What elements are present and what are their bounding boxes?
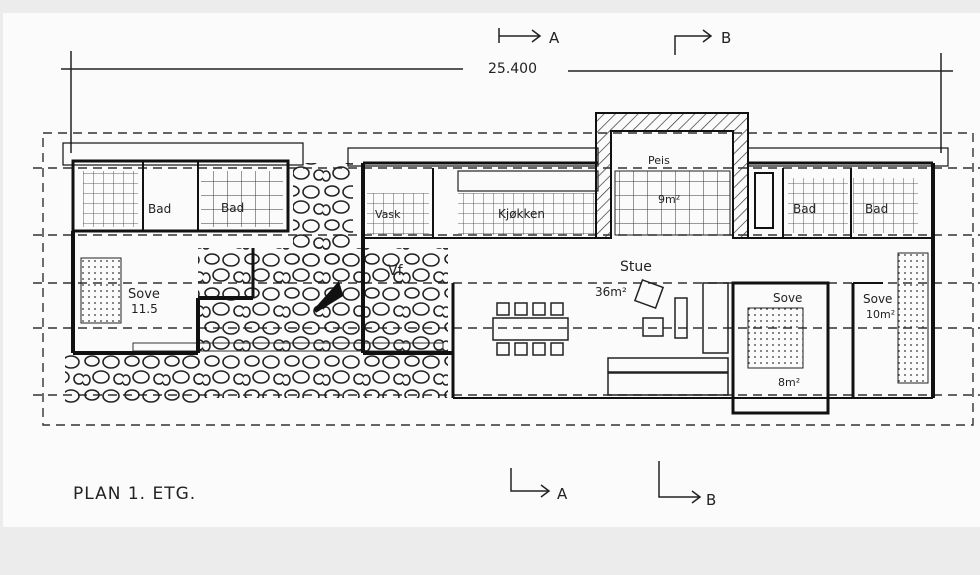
kitchen-counter: [457, 170, 599, 192]
fireplace-block: [595, 112, 749, 239]
tiles-kitchen: [458, 193, 598, 235]
room-label-vf: Vf.: [388, 263, 406, 279]
drawing-sheet: 25.400 A B: [3, 13, 980, 527]
room-area-sove-right: 10m²: [866, 308, 895, 321]
section-label-b-bottom: B: [706, 491, 716, 509]
room-label-kjokken: Kjøkken: [498, 207, 545, 221]
room-label-sove-mid: Sove: [773, 291, 802, 305]
section-label-a-bottom: A: [557, 485, 568, 503]
room-label-sove-left: Sove: [128, 287, 160, 302]
overall-dimension: 25.400: [488, 61, 537, 77]
room-label-sove-right: Sove: [863, 292, 892, 306]
floor-plan-drawing: 25.400 A B: [33, 28, 980, 509]
tiles-left-1: [83, 171, 138, 227]
stone-paving: [65, 163, 448, 403]
room-label-vask: Vask: [375, 208, 401, 221]
room-area-stue: 36m²: [595, 285, 627, 299]
section-marker-a-top: [498, 28, 542, 43]
entry-arrow-icon: [313, 280, 344, 313]
room-label-stue: Stue: [620, 259, 652, 275]
bathroom-walls-right: [754, 168, 852, 238]
room-area-peis: 9m²: [658, 193, 680, 206]
room-label-bad-left-2: Bad: [221, 201, 244, 215]
section-label-a-top: A: [549, 29, 560, 47]
bed-right: [897, 252, 929, 384]
section-marker-b-top: [674, 29, 713, 55]
room-label-bad-right-2: Bad: [865, 202, 888, 216]
room-area-sove-mid: 8m²: [778, 376, 800, 389]
wood-deck: [132, 342, 444, 352]
room-label-bad-left-1: Bad: [148, 202, 171, 216]
living-furniture: [607, 278, 729, 396]
tiles-left-2: [201, 171, 283, 227]
tiles-vask: [367, 193, 429, 235]
drawing-title: PLAN 1. ETG.: [73, 484, 196, 504]
room-label-peis: Peis: [648, 154, 670, 167]
dimension-line: [61, 51, 953, 153]
section-label-b-top: B: [721, 29, 731, 47]
room-area-sove-left: 11.5: [131, 302, 158, 316]
left-wing-walls: [62, 142, 304, 355]
bed-mid: [747, 307, 804, 369]
section-marker-b-bottom: [658, 461, 702, 504]
room-label-bad-right-1: Bad: [793, 202, 816, 216]
dining-table: [492, 302, 569, 356]
tiles-bath-right-2: [853, 178, 918, 233]
bed-left: [80, 257, 122, 324]
tiles-bath-right-1: [788, 178, 848, 233]
section-marker-a-bottom: [510, 468, 551, 498]
bedroom-walls-right: [731, 281, 883, 415]
